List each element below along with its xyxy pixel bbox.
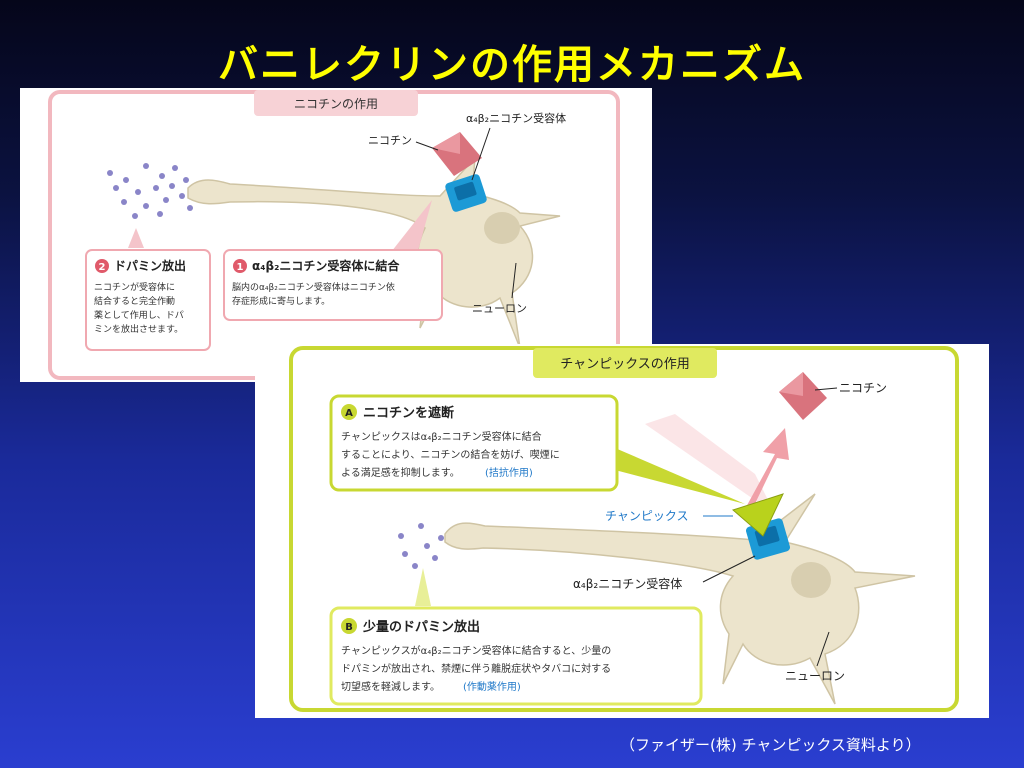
nicotine-action-panel: ニコチンの作用 ニコチン α₄β₂ニコチン受容体 xyxy=(20,88,652,382)
callout-pointer xyxy=(388,200,432,258)
boxA-line: チャンピックスはα₄β₂ニコチン受容体に結合 xyxy=(341,430,542,443)
nicotine-action-diagram: ニコチンの作用 ニコチン α₄β₂ニコチン受容体 xyxy=(48,90,620,380)
boxA-number: A xyxy=(345,408,353,419)
box1-line: 存症形成に寄与します。 xyxy=(232,295,330,307)
source-citation: （ファイザー(株) チャンピックス資料より） xyxy=(620,736,921,754)
box1-title: α₄β₂ニコチン受容体に結合 xyxy=(252,258,400,273)
champix-action-panel: チャンピックスの作用 ニコチン チ xyxy=(255,344,989,718)
boxB-line: 切望感を軽減します。 xyxy=(341,680,440,693)
panel-header-tab xyxy=(533,348,717,378)
nicotine-molecule-icon xyxy=(432,132,482,176)
champix-action-diagram: チャンピックスの作用 ニコチン チ xyxy=(289,346,959,712)
box2-line: 薬として作用し、ドパ xyxy=(94,309,184,321)
boxB-line: チャンピックスがα₄β₂ニコチン受容体に結合すると、少量の xyxy=(341,644,611,657)
panel-header: ニコチンの作用 xyxy=(294,97,378,111)
block-nicotine-box xyxy=(329,394,619,492)
boxA-note: (拮抗作用) xyxy=(485,466,533,479)
receptor-label: α₄β₂ニコチン受容体 xyxy=(466,111,566,125)
boxB-title: 少量のドパミン放出 xyxy=(362,619,480,635)
champix-molecule-icon xyxy=(732,493,784,537)
champix-label: チャンピックス xyxy=(605,509,689,523)
box2-line: ニコチンが受容体に xyxy=(94,281,175,293)
receptor-label: α₄β₂ニコチン受容体 xyxy=(573,576,682,591)
repel-arrow-icon xyxy=(745,428,789,512)
neuron-label: ニューロン xyxy=(472,302,527,315)
dopamine-dots xyxy=(107,163,193,219)
boxB-line: ドパミンが放出され、禁煙に伴う離脱症状やタバコに対する xyxy=(341,662,611,675)
box2-title: ドパミン放出 xyxy=(114,258,186,273)
nucleus xyxy=(484,212,520,244)
dopamine-dots xyxy=(398,523,444,569)
panel-header: チャンピックスの作用 xyxy=(560,357,689,372)
nucleus xyxy=(791,562,831,598)
neuron xyxy=(444,493,916,705)
boxB-number: B xyxy=(345,622,353,633)
low-dopamine-release-box xyxy=(329,606,703,706)
dopamine-release-box xyxy=(85,249,211,351)
neuron-label: ニューロン xyxy=(785,669,845,683)
nicotine-label: ニコチン xyxy=(839,381,887,395)
panel-header-tab xyxy=(254,90,418,116)
box2-line: 結合すると完全作動 xyxy=(94,295,175,307)
receptor-binding-box xyxy=(223,249,443,321)
boxA-title: ニコチンを遮断 xyxy=(363,405,454,421)
box2-line: ミンを放出させます。 xyxy=(94,323,183,335)
slide-title: バニレクリンの作用メカニズム xyxy=(218,42,806,88)
box1-line: 脳内のα₄β₂ニコチン受容体はニコチン依 xyxy=(232,281,395,293)
boxA-line: よる満足感を抑制します。 xyxy=(341,466,460,479)
box2-number: 2 xyxy=(99,262,106,273)
receptor-icon xyxy=(445,174,487,212)
nicotine-label: ニコチン xyxy=(368,134,412,147)
boxA-line: することにより、ニコチンの結合を妨げ、喫煙に xyxy=(341,448,560,461)
boxB-note: (作動薬作用) xyxy=(463,680,521,693)
nicotine-molecule-icon xyxy=(779,372,827,420)
box1-number: 1 xyxy=(237,262,244,273)
